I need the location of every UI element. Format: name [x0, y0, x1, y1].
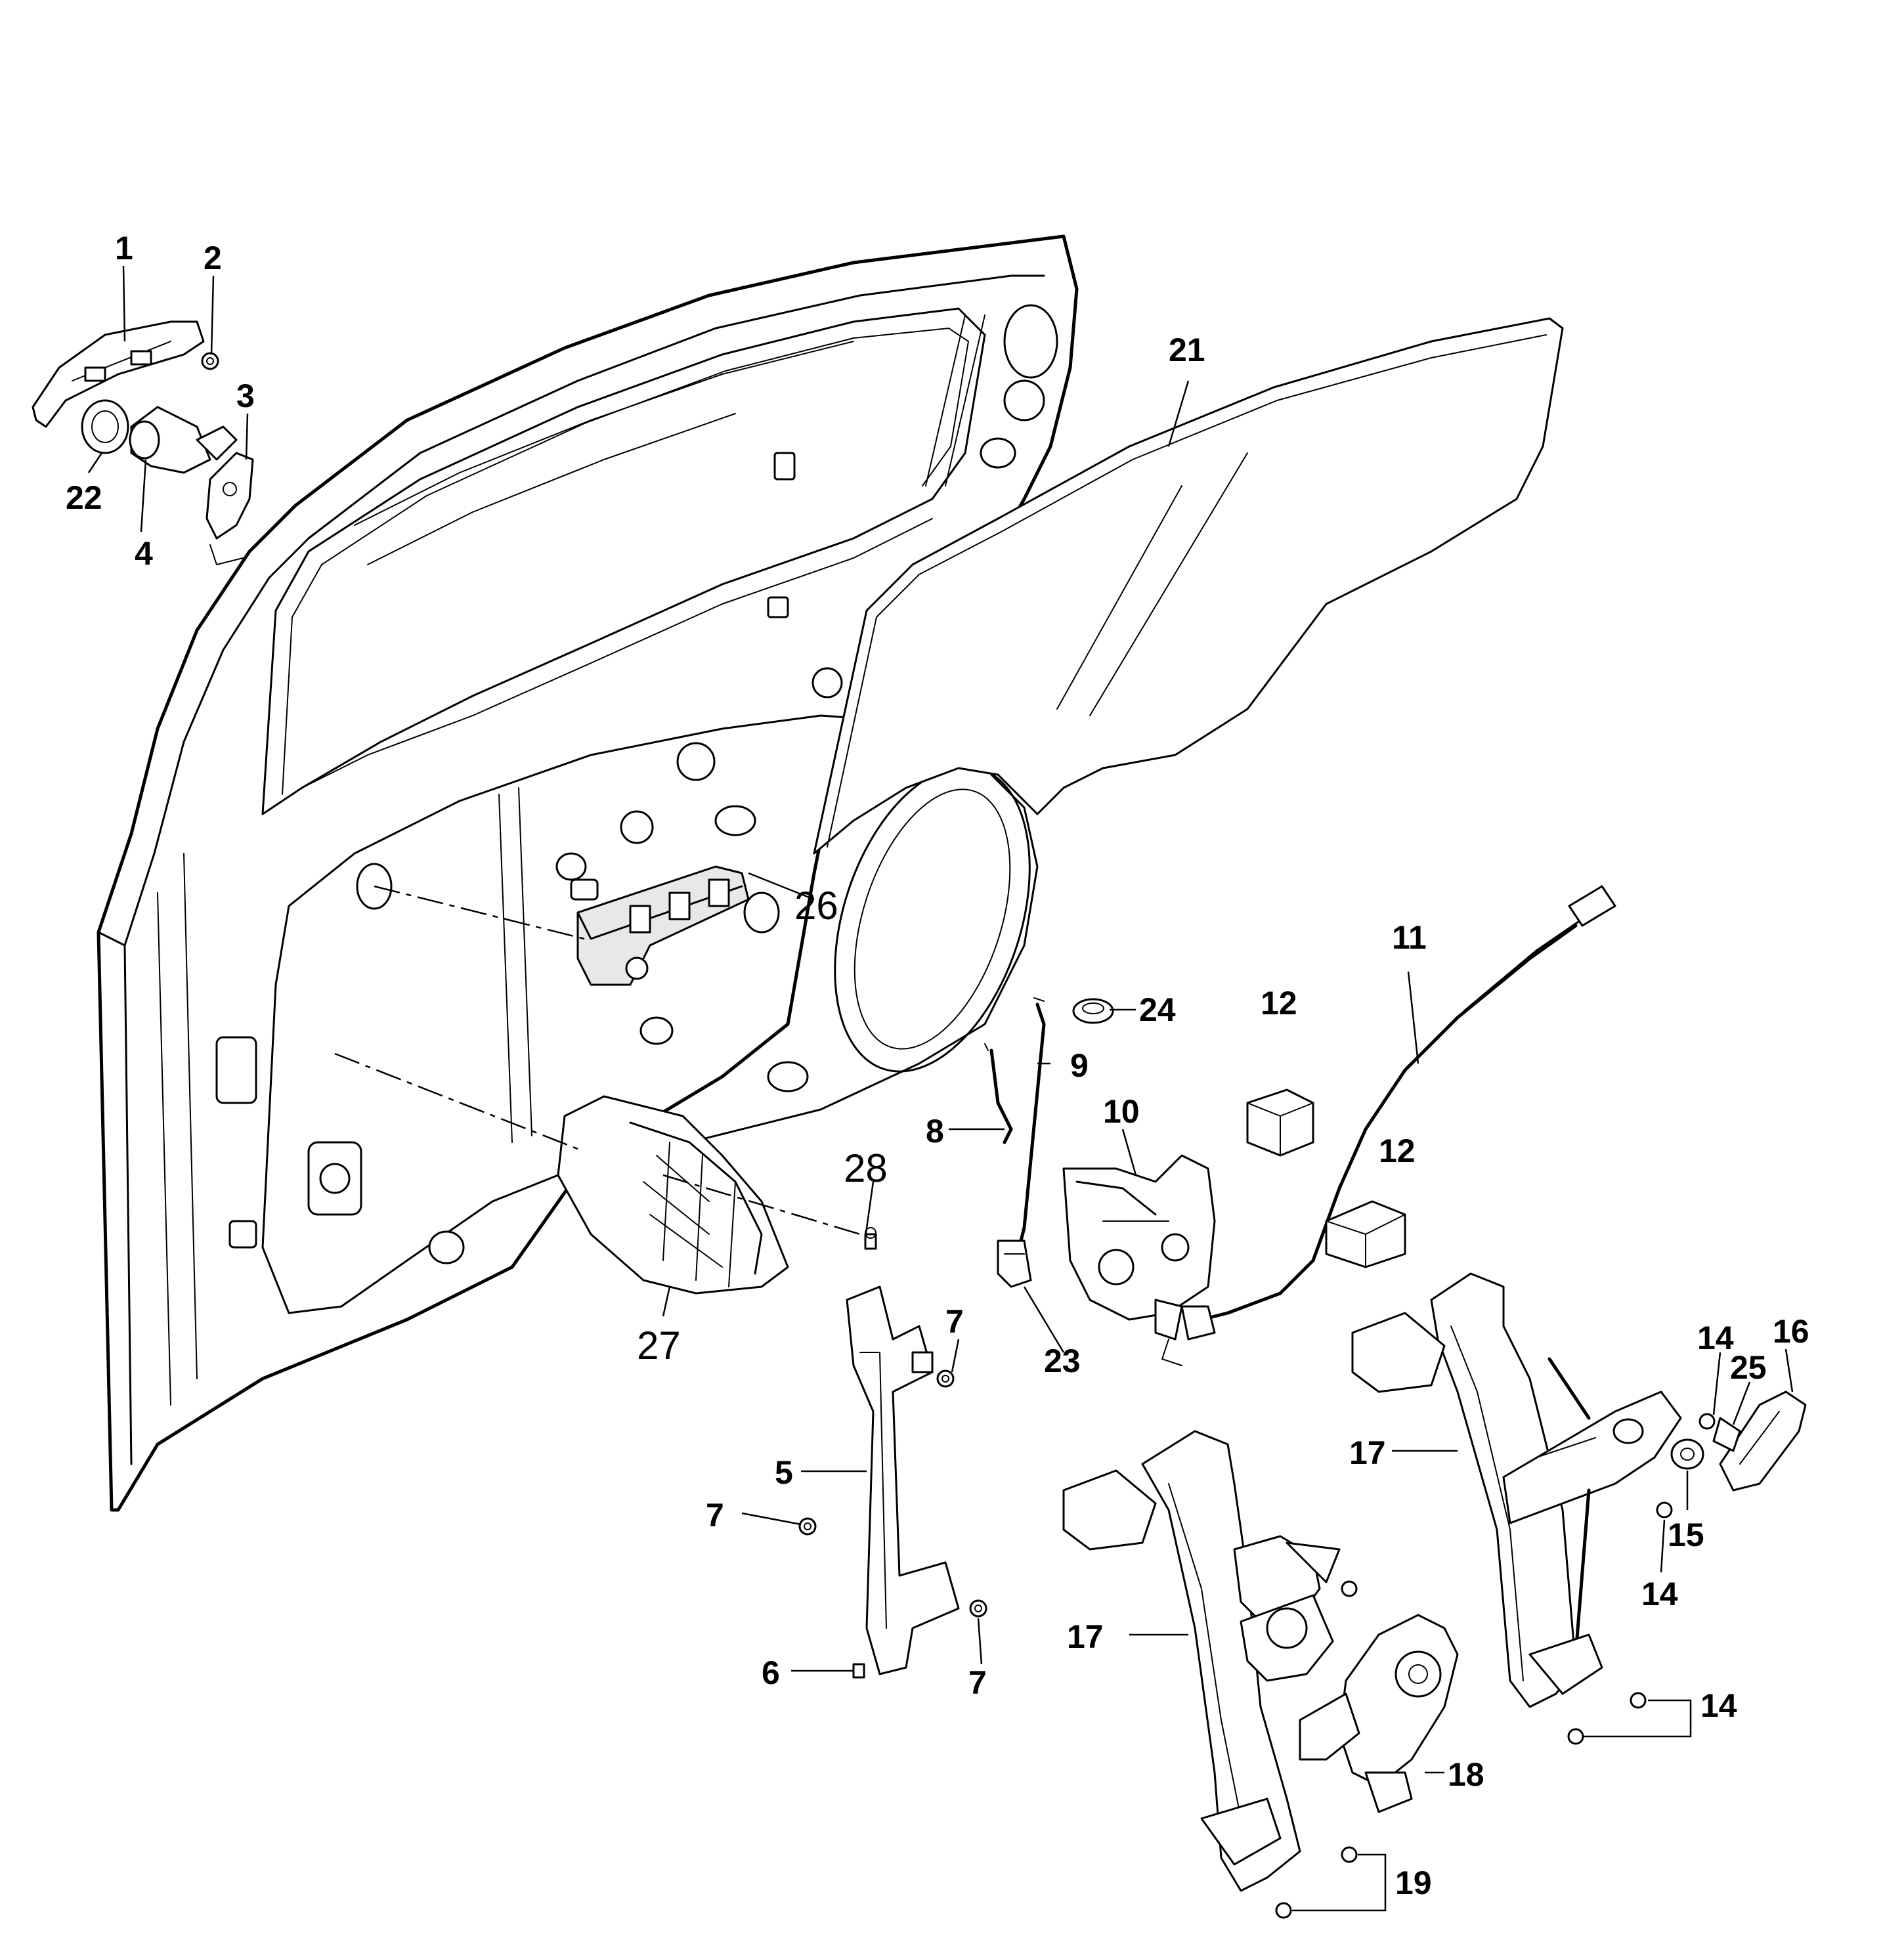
callout-28: 28	[844, 1146, 888, 1190]
window-motor	[1299, 1614, 1459, 1813]
clip	[997, 1239, 1032, 1288]
bolt	[852, 1663, 865, 1679]
callout-1: 1	[115, 230, 133, 267]
leader-lines	[87, 265, 1794, 1912]
damper-pad	[1325, 1200, 1406, 1268]
window-regulator	[1351, 1272, 1682, 1708]
screw	[201, 352, 219, 370]
callout-10: 10	[1103, 1093, 1140, 1130]
door-lock	[1062, 1154, 1216, 1366]
cable	[1180, 885, 1616, 1341]
callout-26: 26	[794, 884, 838, 928]
callout-22: 22	[66, 479, 102, 516]
door-shell	[97, 234, 1079, 1512]
callout-23: 23	[1044, 1343, 1081, 1379]
callout-19: 19	[1395, 1864, 1432, 1901]
callout-5: 5	[775, 1454, 793, 1491]
plug	[1072, 998, 1114, 1024]
callout-3: 3	[236, 377, 255, 414]
callout-17a: 17	[1349, 1434, 1386, 1471]
callout-14a: 14	[1697, 1320, 1734, 1356]
callout-17b: 17	[1067, 1618, 1104, 1655]
callout-7c: 7	[968, 1664, 987, 1701]
alignment-line	[374, 885, 585, 940]
nut	[936, 1369, 955, 1388]
callout-9: 9	[1070, 1047, 1089, 1084]
washer	[1670, 1438, 1704, 1470]
lock-cylinder-cap	[81, 399, 129, 454]
callout-25: 25	[1730, 1349, 1767, 1386]
fastener	[1341, 1580, 1358, 1597]
lock-cylinder	[129, 406, 238, 474]
window-crank-handle	[1719, 1390, 1807, 1492]
fastener	[1567, 1728, 1584, 1745]
fastener	[1698, 1413, 1716, 1430]
callout-21: 21	[1169, 332, 1205, 368]
lock-rod	[984, 1043, 1013, 1144]
callout-18: 18	[1448, 1756, 1484, 1793]
fastener	[1341, 1846, 1358, 1863]
callout-14c: 14	[1700, 1687, 1737, 1724]
fastener	[1275, 1902, 1292, 1919]
fastener	[1630, 1692, 1647, 1709]
speaker-housing	[557, 1095, 789, 1295]
callout-2: 2	[204, 240, 222, 276]
callout-27: 27	[637, 1324, 681, 1367]
callout-7a: 7	[945, 1303, 964, 1340]
callout-labels: 1 2 3 22 4 21 26 11 12 24 9 10 8 12 28 2…	[66, 230, 1809, 1901]
guide-rail	[846, 1285, 960, 1675]
lock-rod	[1019, 997, 1046, 1243]
alignment-line	[334, 1052, 578, 1150]
clip	[1712, 1417, 1741, 1452]
module-bracket	[576, 865, 750, 986]
callout-6: 6	[762, 1654, 780, 1691]
outside-door-handle	[32, 320, 205, 428]
callout-12b: 12	[1379, 1132, 1416, 1169]
callout-24: 24	[1139, 991, 1176, 1028]
alignment-line	[662, 1174, 861, 1236]
nut	[798, 1517, 817, 1536]
nut	[969, 1599, 987, 1618]
handle-bracket	[206, 452, 254, 565]
callout-12a: 12	[1261, 985, 1297, 1022]
callout-8: 8	[926, 1113, 944, 1150]
damper-pad	[1246, 1088, 1314, 1157]
callout-14b: 14	[1641, 1576, 1678, 1612]
callout-11: 11	[1392, 919, 1427, 956]
fastener	[1656, 1501, 1673, 1518]
callout-4: 4	[135, 535, 153, 572]
callout-15: 15	[1668, 1517, 1704, 1553]
door-glass	[813, 317, 1564, 855]
callout-7b: 7	[706, 1497, 724, 1534]
callout-16: 16	[1773, 1313, 1809, 1350]
window-regulator	[1062, 1430, 1341, 1892]
